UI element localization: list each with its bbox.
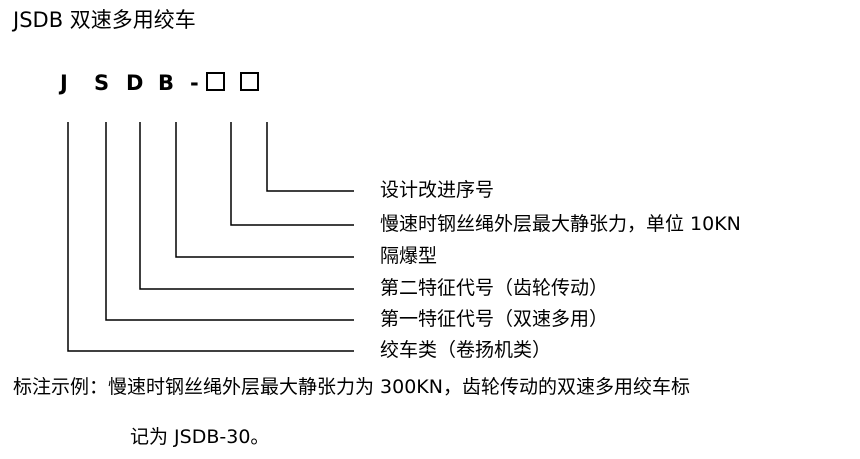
desc-explosion-proof: 隔爆型 (380, 245, 438, 267)
code-dash: - (190, 71, 199, 95)
desc-second-feature: 第二特征代号（齿轮传动） (380, 277, 609, 299)
connector-line-1 (266, 122, 354, 192)
page-title: JSDB 双速多用绞车 (13, 8, 196, 32)
desc-improvement-number: 设计改进序号 (380, 179, 495, 201)
connector-line-5 (105, 122, 354, 321)
placeholder-box-1 (206, 72, 225, 91)
connector-line-6 (67, 122, 354, 352)
code-letter-s: S (94, 71, 110, 95)
code-letter-b: B (158, 71, 175, 95)
connector-line-4 (139, 122, 354, 290)
desc-winch-class: 绞车类（卷扬机类） (380, 339, 552, 361)
desc-first-feature: 第一特征代号（双速多用） (380, 308, 609, 330)
connector-line-2 (230, 122, 354, 226)
note-line-1: 标注示例：慢速时钢丝绳外层最大静张力为 300KN，齿轮传动的双速多用绞车标 (13, 376, 690, 398)
code-letter-j: J (60, 71, 68, 95)
code-letter-d: D (126, 71, 144, 95)
placeholder-box-2 (240, 72, 259, 91)
note-line-2: 记为 JSDB-30。 (130, 426, 270, 448)
connector-line-3 (175, 122, 354, 258)
desc-max-static-tension: 慢速时钢丝绳外层最大静张力，单位 10KN (380, 213, 741, 235)
